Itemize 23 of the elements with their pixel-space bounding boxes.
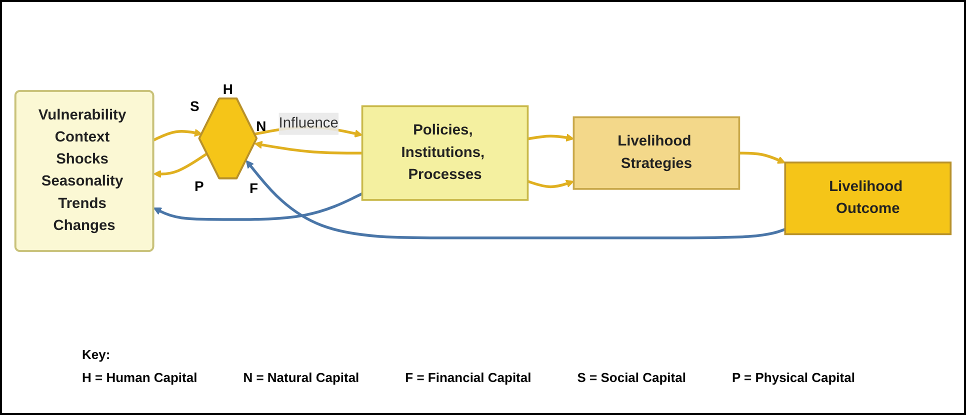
arrow bbox=[528, 134, 574, 142]
arrow bbox=[739, 152, 786, 164]
node-box: Policies, Institutions, Processes bbox=[361, 105, 529, 201]
vertex-letter: F bbox=[249, 180, 258, 196]
key-heading: Key: bbox=[82, 347, 110, 362]
vertex-letter: H bbox=[222, 80, 233, 97]
key-entry: N = Natural Capital bbox=[243, 370, 360, 385]
edge-label: Influence bbox=[278, 116, 338, 132]
key-entry: F = Financial Capital bbox=[405, 370, 532, 385]
arrow bbox=[254, 140, 362, 154]
arrow bbox=[153, 128, 202, 142]
vertex-letter: S bbox=[190, 98, 200, 114]
key-entry: P = Physical Capital bbox=[732, 370, 855, 385]
node-box: Livelihood Strategies bbox=[572, 116, 740, 190]
vertex-letter: N bbox=[256, 118, 266, 134]
key-entry: H = Human Capital bbox=[82, 370, 198, 385]
key-entry: S = Social Capital bbox=[577, 370, 686, 385]
arrow bbox=[246, 160, 786, 240]
arrow bbox=[527, 180, 574, 188]
node-box: Livelihood Outcome bbox=[784, 162, 952, 236]
arrow bbox=[153, 192, 363, 221]
vertex-letter: P bbox=[194, 178, 204, 194]
arrow bbox=[153, 152, 208, 178]
